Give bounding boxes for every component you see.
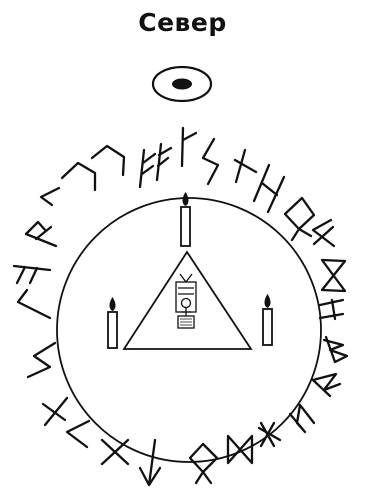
rune-kenaz-left (41, 188, 59, 205)
rune-gebo (102, 440, 128, 464)
rune-tiwaz (140, 440, 160, 485)
rune-sowilo (203, 139, 218, 184)
rune-ansuz-left (157, 144, 171, 180)
figure-icon (176, 274, 196, 328)
candle-right (263, 294, 272, 345)
candle-left (108, 297, 117, 348)
rune-uruz (62, 163, 95, 190)
rune-sowilo-left (28, 343, 55, 377)
rune-mannaz (313, 374, 340, 396)
candle-top (181, 192, 190, 246)
rune-fehu (140, 150, 155, 187)
rune-ingwaz (313, 220, 334, 246)
rune-dagaz (228, 436, 252, 463)
rune-hagalaz (254, 165, 284, 212)
rune-mannaz-bottom (259, 423, 280, 446)
rune-raidho (26, 222, 56, 246)
rune-uruz-2 (92, 146, 124, 175)
rune-laguz (18, 290, 50, 318)
rune-gebo-left (43, 398, 67, 425)
rune-othala-bottom (190, 444, 217, 483)
rune-othala (285, 198, 314, 240)
rune-ansuz-left-side (14, 266, 50, 283)
rune-nauthiz (235, 150, 256, 182)
north-marker-icon (153, 67, 211, 101)
rune-eihwaz (320, 300, 343, 319)
rune-dagaz-right (322, 260, 345, 291)
rune-kenaz (67, 421, 89, 447)
rune-berkano (324, 337, 347, 362)
rune-ansuz-right (182, 128, 196, 166)
